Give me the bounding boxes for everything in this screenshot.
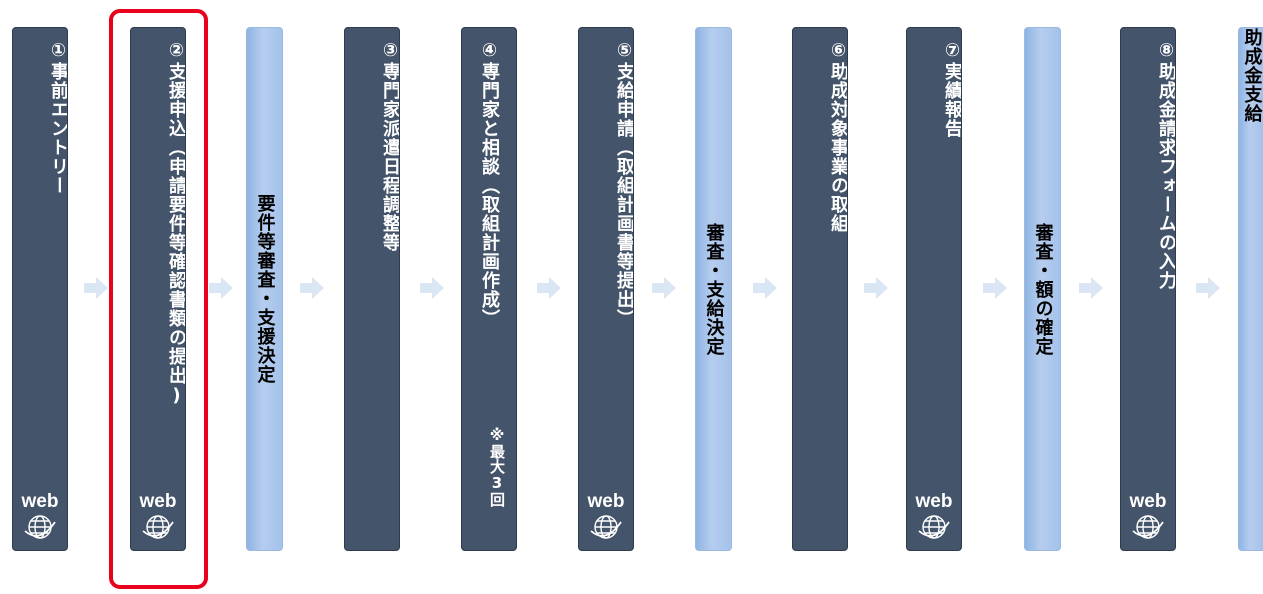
right-arrow-icon [652, 277, 676, 299]
step-3-title: ③専門家派遣日程調整等 [380, 40, 400, 252]
web-label: web [139, 491, 177, 512]
web-label: web [587, 491, 625, 512]
step-subsidy-payment-title: 助成金支給 [1241, 28, 1263, 123]
step-8-claim-form[interactable]: ⑧助成金請求フォームの入力 web [1120, 27, 1176, 551]
web-badge: web [907, 492, 961, 542]
step-subsidy-payment[interactable]: 助成金支給 [1238, 27, 1263, 551]
selected-step-highlight [109, 9, 208, 589]
step-review-amount-confirmation[interactable]: 審査・額の確定 [1024, 27, 1061, 551]
globe-icon [590, 515, 622, 539]
web-badge: web [1121, 492, 1175, 542]
right-arrow-icon [537, 277, 561, 299]
step-review-support-decision[interactable]: 要件等審査・支援決定 [246, 27, 283, 551]
step-6-title: ⑥助成対象事業の取組 [828, 40, 848, 233]
web-badge: web [13, 492, 67, 542]
step-5-payment-application[interactable]: ⑤支給申請（取組計画書等提出） web [578, 27, 634, 551]
step-5-title: ⑤支給申請（取組計画書等提出） [614, 40, 634, 328]
right-arrow-icon [864, 277, 888, 299]
globe-icon [918, 515, 950, 539]
step-review-payment-decision[interactable]: 審査・支給決定 [695, 27, 732, 551]
step-4-expert-consultation[interactable]: ④専門家と相談（取組計画作成） ※最大3回 [461, 27, 517, 551]
right-arrow-icon [1196, 277, 1220, 299]
step-3-expert-schedule[interactable]: ③専門家派遣日程調整等 [344, 27, 400, 551]
step-1-title: ①事前エントリー [48, 40, 68, 195]
step-4-note: ※最大3回 [488, 426, 506, 507]
web-badge: web [579, 492, 633, 542]
web-label: web [1129, 491, 1167, 512]
step-7-results-report[interactable]: ⑦実績報告 web [906, 27, 962, 551]
web-label: web [21, 491, 59, 512]
step-review-support-decision-title: 要件等審査・支援決定 [254, 194, 276, 384]
right-arrow-icon [209, 277, 233, 299]
step-2-title: ②支援申込（申請要件等確認書類の提出) [166, 40, 186, 407]
globe-icon [142, 515, 174, 539]
globe-icon [24, 515, 56, 539]
right-arrow-icon [420, 277, 444, 299]
web-label: web [915, 491, 953, 512]
right-arrow-icon [983, 277, 1007, 299]
right-arrow-icon [753, 277, 777, 299]
step-1-pre-entry[interactable]: ①事前エントリー web [12, 27, 68, 551]
step-8-title: ⑧助成金請求フォームの入力 [1156, 40, 1176, 290]
globe-icon [1132, 515, 1164, 539]
right-arrow-icon [84, 277, 108, 299]
step-review-amount-confirmation-title: 審査・額の確定 [1032, 222, 1054, 356]
step-2-support-application[interactable]: ②支援申込（申請要件等確認書類の提出) web [130, 27, 186, 551]
step-4-title: ④専門家と相談（取組計画作成） [479, 40, 500, 328]
step-6-subsidized-project[interactable]: ⑥助成対象事業の取組 [792, 27, 848, 551]
web-badge: web [131, 492, 185, 542]
step-7-title: ⑦実績報告 [942, 40, 962, 138]
right-arrow-icon [300, 277, 324, 299]
right-arrow-icon [1079, 277, 1103, 299]
step-review-payment-decision-title: 審査・支給決定 [703, 222, 725, 356]
